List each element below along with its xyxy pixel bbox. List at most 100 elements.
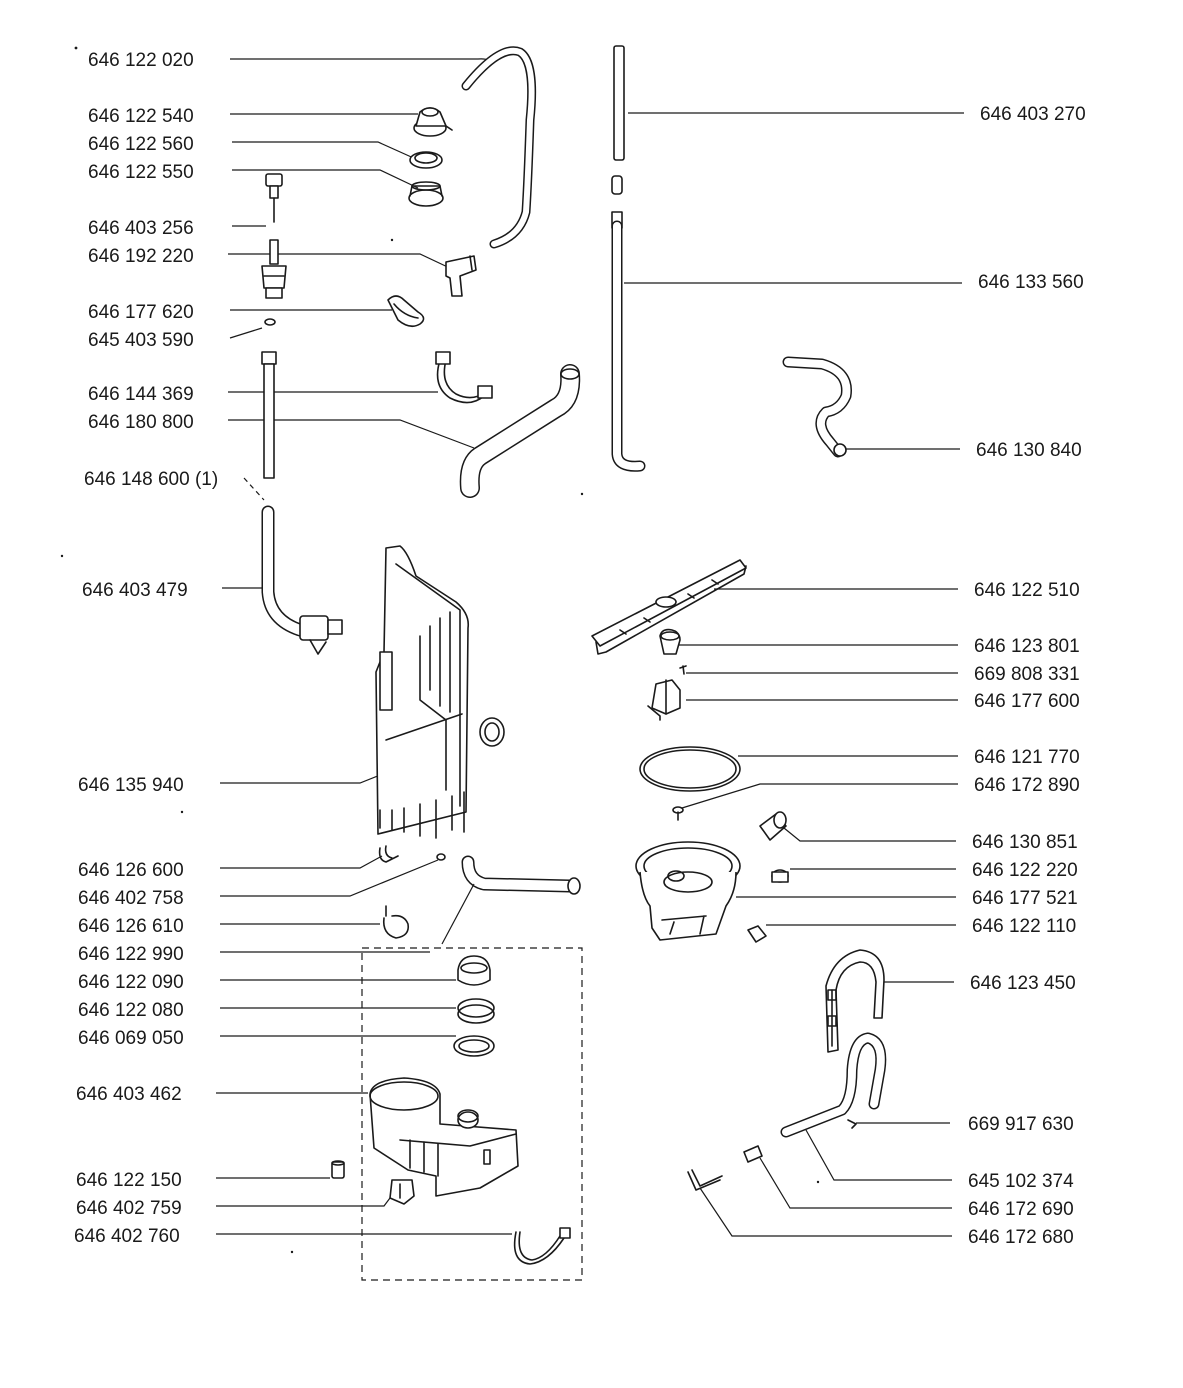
part-p29-bearing	[659, 628, 681, 655]
part-p41-screw	[743, 1145, 763, 1163]
part-p17-outlet-pipe	[441, 855, 581, 945]
part-p25-upper-pipe	[611, 45, 625, 195]
part-p06-t-fitting	[445, 255, 477, 297]
leader-p33	[681, 783, 958, 809]
labels-left-column: 646 122 020 646 122 540 646 122 560 646 …	[74, 50, 218, 1247]
part-p34-sleeve	[759, 811, 787, 841]
part-label-p33: 646 172 890	[974, 775, 1080, 796]
part-label-p20: 646 069 050	[78, 1028, 184, 1049]
part-p40-bent-rod	[780, 1032, 887, 1138]
part-p22-plug	[331, 1160, 345, 1179]
leader-p04	[232, 169, 419, 189]
part-label-p37: 646 122 110	[972, 916, 1076, 937]
part-label-p23: 646 402 759	[76, 1198, 182, 1219]
part-label-p24: 646 402 760	[74, 1226, 180, 1247]
part-label-p34: 646 130 851	[972, 832, 1078, 853]
part-label-p25: 646 403 270	[980, 104, 1086, 125]
part-label-p31: 646 177 600	[974, 691, 1080, 712]
part-p07-clip	[387, 295, 425, 328]
part-p27-s-hose	[782, 356, 852, 458]
part-label-p19: 646 122 080	[78, 1000, 184, 1021]
part-p36-sump-housing	[635, 841, 741, 941]
leader-p14	[220, 855, 383, 869]
leader-p06	[228, 253, 455, 271]
part-p05-valve-stem	[265, 173, 283, 223]
part-label-p29: 646 123 801	[974, 636, 1080, 657]
part-p28-spray-arm	[591, 559, 747, 655]
leader-p42	[699, 1187, 952, 1237]
part-label-p08: 645 403 590	[88, 330, 194, 351]
part-p23-valve-block	[389, 1179, 415, 1205]
part-p42-pin	[687, 1169, 723, 1191]
part-label-p16: 646 126 610	[78, 916, 184, 937]
part-p03-ring	[409, 151, 443, 169]
part-label-p26: 646 133 560	[978, 272, 1084, 293]
part-label-p41: 646 172 690	[968, 1199, 1074, 1220]
part-label-p10: 646 180 800	[88, 412, 194, 433]
part-p37-bracket	[747, 925, 767, 943]
part-p06-nozzle	[261, 239, 287, 299]
part-p38-heater	[825, 949, 885, 1053]
part-label-p39: 669 917 630	[968, 1114, 1074, 1135]
part-label-p01: 646 122 020	[88, 50, 194, 71]
part-label-p17: 646 122 990	[78, 944, 184, 965]
part-p10-bent-hose	[459, 364, 581, 498]
part-p04-clamp-ring	[408, 181, 444, 207]
part-p01-hose	[461, 46, 537, 249]
leader-lines	[216, 58, 964, 1237]
part-p15-gasket	[436, 853, 446, 861]
part-label-p03: 646 122 560	[88, 134, 194, 155]
leader-p41	[759, 1157, 952, 1209]
leader-p10	[228, 419, 475, 449]
part-p32-large-o-ring	[639, 746, 741, 792]
part-label-p07: 646 177 620	[88, 302, 194, 323]
leader-p23	[216, 1197, 391, 1207]
labels-right-column: 646 403 270 646 133 560 646 130 840 646 …	[968, 104, 1086, 1248]
part-p11-upper-hose	[261, 351, 277, 479]
part-label-p22: 646 122 150	[76, 1170, 182, 1191]
part-p20-o-ring	[453, 1035, 495, 1057]
part-p12-inlet-hose	[261, 505, 343, 655]
part-label-p02: 646 122 540	[88, 106, 194, 127]
part-p30-screw	[679, 665, 687, 675]
leader-p08	[229, 327, 263, 339]
part-p24-cable	[513, 1227, 571, 1265]
part-label-p15: 646 402 758	[78, 888, 184, 909]
leader-p03	[232, 141, 419, 161]
part-label-p05: 646 403 256	[88, 218, 194, 239]
part-label-p35: 646 122 220	[972, 860, 1078, 881]
part-label-p40: 645 102 374	[968, 1171, 1074, 1192]
part-label-p28: 646 122 510	[974, 580, 1080, 601]
part-label-p32: 646 121 770	[974, 747, 1080, 768]
part-p02-valve-cap	[413, 107, 453, 137]
part-p13-air-break	[375, 545, 505, 839]
part-label-p06: 646 192 220	[88, 246, 194, 267]
scan-specks	[60, 46, 820, 1254]
part-p16-clamp	[382, 905, 410, 939]
part-label-p14: 646 126 600	[78, 860, 184, 881]
part-p26-lower-pipe	[611, 211, 646, 472]
part-label-p36: 646 177 521	[972, 888, 1078, 909]
leader-p01	[230, 58, 493, 65]
part-label-p09: 646 144 369	[88, 384, 194, 405]
part-label-p13: 646 135 940	[78, 775, 184, 796]
leader-p15	[220, 859, 439, 897]
part-label-p38: 646 123 450	[970, 973, 1076, 994]
part-p14-hose-clip	[378, 845, 399, 863]
part-label-p18: 646 122 090	[78, 972, 184, 993]
part-p39-screw	[847, 1119, 857, 1129]
part-p33-small-screw	[672, 806, 684, 821]
leader-p34	[783, 827, 956, 842]
part-drawings	[261, 45, 887, 1281]
part-p21-softener-tank	[369, 1077, 519, 1197]
part-label-p42: 646 172 680	[968, 1227, 1074, 1248]
part-label-p12: 646 403 479	[82, 580, 188, 601]
part-p08-washer	[264, 318, 276, 326]
assembly-dashed-box	[361, 947, 583, 1281]
part-p35-nut	[771, 869, 789, 883]
part-p31-impeller	[647, 679, 681, 721]
leader-p40	[805, 1129, 952, 1181]
leader-p11	[243, 477, 265, 501]
part-p18-cap	[457, 955, 491, 986]
part-label-p21: 646 403 462	[76, 1084, 182, 1105]
